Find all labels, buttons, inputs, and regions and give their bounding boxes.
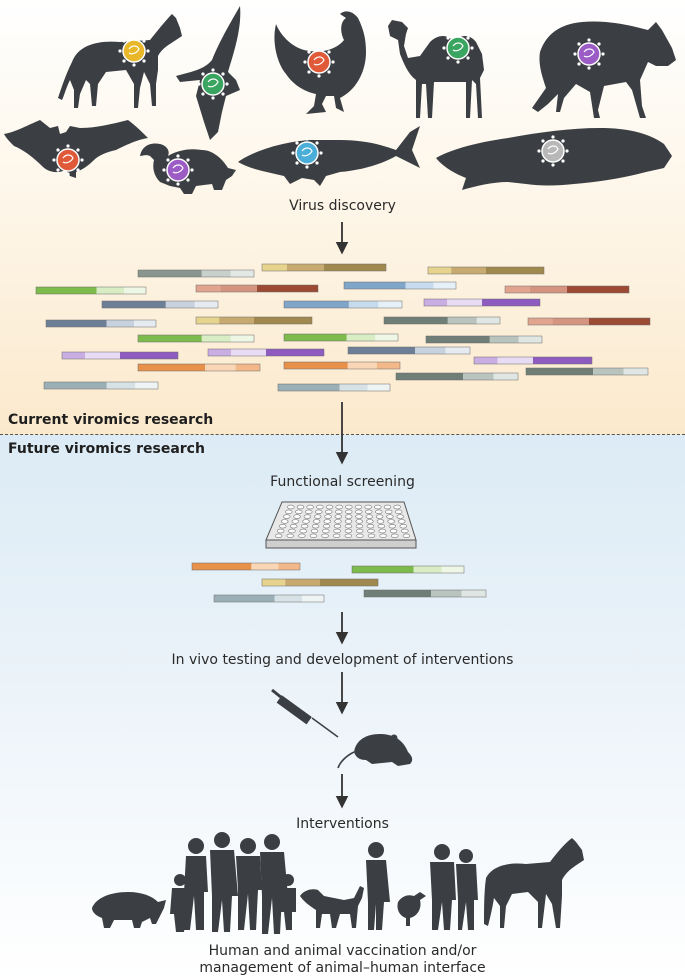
virus-icon [303,46,335,78]
genome-segment [427,266,545,275]
genome-segments-current [35,263,651,392]
virus-icon [442,32,474,64]
genome-segment [195,316,313,325]
outcome-line-2: management of animal–human interface [199,960,486,976]
current-research-label: Current viromics research [8,412,214,428]
horse-icon [484,838,584,928]
genome-segment [191,562,301,571]
functional-screening-label: Functional screening [270,474,415,490]
chicken-icon [397,892,426,926]
genome-segment [195,284,319,293]
genome-segment [423,298,541,307]
genome-segment [261,263,387,272]
camel-icon [388,20,484,118]
genome-segment [343,281,457,290]
genome-segment [283,333,399,342]
genome-segment [283,300,403,309]
genome-segments-screened [191,562,487,603]
genome-segment [35,286,147,295]
well-plate-icon [265,501,417,549]
hyena-icon [532,21,676,119]
genome-segment [137,363,261,372]
person-icon [366,842,390,930]
genome-segment [383,316,501,325]
couple-icon [430,844,478,930]
interventions-label: Interventions [296,816,389,832]
genome-segment [213,594,325,603]
virus-icon [162,154,194,186]
outcome-label: Human and animal vaccination and/or mana… [0,943,685,977]
genome-segment [261,578,379,587]
genome-segment [207,348,325,357]
virus-icon [291,137,323,169]
pig-icon [92,892,166,928]
genome-segment [425,335,543,344]
in-vivo-label: In vivo testing and development of inter… [171,652,514,668]
virus-discovery-label: Virus discovery [289,198,396,214]
genome-segment [45,319,157,328]
genome-segment [395,372,519,381]
genome-segment [351,565,465,574]
virus-icon [197,68,229,100]
syringe-icon [271,688,339,738]
genome-segment [527,317,651,326]
genome-segment [347,346,471,355]
genome-segment [137,269,255,278]
genome-segment [525,367,649,376]
genome-segment [363,589,487,598]
dog-icon [300,886,364,928]
fish-icon [238,126,420,186]
genome-segment [283,361,401,370]
virus-particles [52,32,605,186]
genome-segment [504,285,630,294]
intervention-silhouettes [92,832,584,934]
genome-segment [101,300,219,309]
genome-segment [473,356,593,365]
virus-icon [573,38,605,70]
human-silhouettes-icon [170,832,296,934]
genome-segment [137,334,255,343]
outcome-line-1: Human and animal vaccination and/or [208,943,477,959]
virus-icon [537,135,569,167]
mouse-icon [337,734,413,769]
genome-segment [61,351,179,360]
bird-icon [176,6,241,140]
genome-segment [43,381,159,390]
virus-icon [118,35,150,67]
bat-icon [4,120,148,178]
future-research-label: Future viromics research [8,441,205,457]
genome-segment [277,383,391,392]
virus-icon [52,144,84,176]
horse-icon [58,14,182,108]
